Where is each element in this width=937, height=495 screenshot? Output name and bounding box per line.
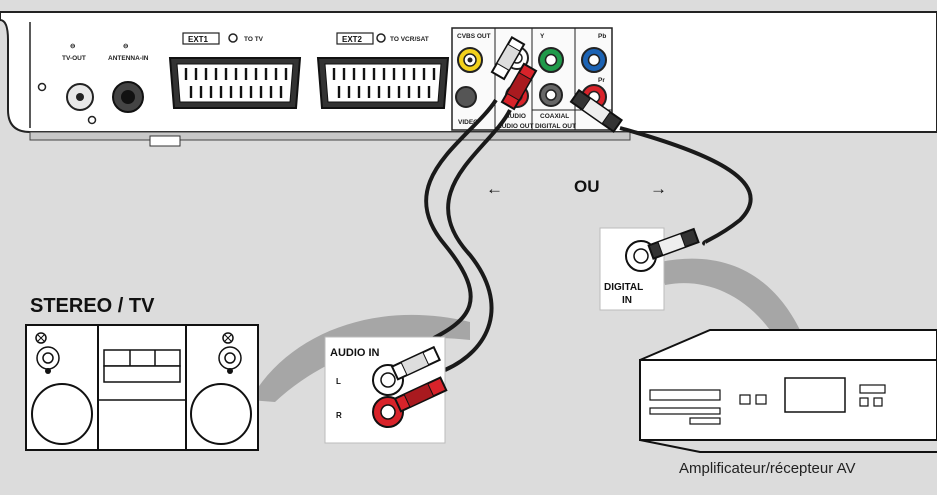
audio-in-panel: AUDIO IN L R <box>324 336 448 444</box>
dvd-player-rear-panel: ⊖ TV-OUT ⊖ ANTENNA-IN EXT1 TO TV EXT2 TO… <box>0 11 937 147</box>
audio-out-label: AUDIO OUT <box>497 123 534 130</box>
left-arrow: ← <box>486 179 503 198</box>
cvbs-out-label: CVBS OUT <box>457 33 491 40</box>
pb-label: Pb <box>598 33 606 40</box>
or-label: OU <box>574 177 600 196</box>
svideo-jack <box>455 86 477 108</box>
ext1-scart-connector <box>168 57 302 109</box>
y-label: Y <box>540 33 545 40</box>
stereo-system-illustration <box>25 324 259 451</box>
audio-cable-pair <box>424 35 538 372</box>
digital-out-label: DIGITAL OUT <box>535 123 576 130</box>
antenna-in-symbol: ⊖ <box>123 43 129 50</box>
antenna-in-label: ANTENNA-IN <box>108 55 149 62</box>
av-receiver-illustration <box>639 329 937 453</box>
coaxial-label: COAXIAL <box>540 113 569 120</box>
video-label: VIDEO <box>458 119 478 126</box>
to-vcr-sat-label: TO VCR/SAT <box>390 36 429 43</box>
ext1-label: EXT1 <box>188 35 209 44</box>
tv-out-symbol: ⊖ <box>70 43 76 50</box>
tv-out-label: TV-OUT <box>62 55 86 62</box>
right-arrow: → <box>650 179 667 198</box>
receiver-callout-shape <box>660 258 800 330</box>
digital-coaxial-cable <box>569 88 753 246</box>
ext2-scart-connector <box>316 57 450 109</box>
receiver-caption: Amplificateur/récepteur AV <box>679 460 855 477</box>
ext2-label: EXT2 <box>342 35 363 44</box>
to-tv-label: TO TV <box>244 36 264 43</box>
audio-in-right-label: R <box>336 411 342 420</box>
audio-in-left-label: L <box>336 377 341 386</box>
pr-label: Pr <box>598 77 605 84</box>
stereo-tv-title: STEREO / TV <box>30 295 155 317</box>
in-label: IN <box>622 295 632 306</box>
digital-in-panel: DIGITAL IN <box>599 227 700 311</box>
digital-label: DIGITAL <box>604 282 643 293</box>
audio-label-fragment: AUDIO <box>505 113 526 120</box>
audio-in-label: AUDIO IN <box>330 347 380 359</box>
